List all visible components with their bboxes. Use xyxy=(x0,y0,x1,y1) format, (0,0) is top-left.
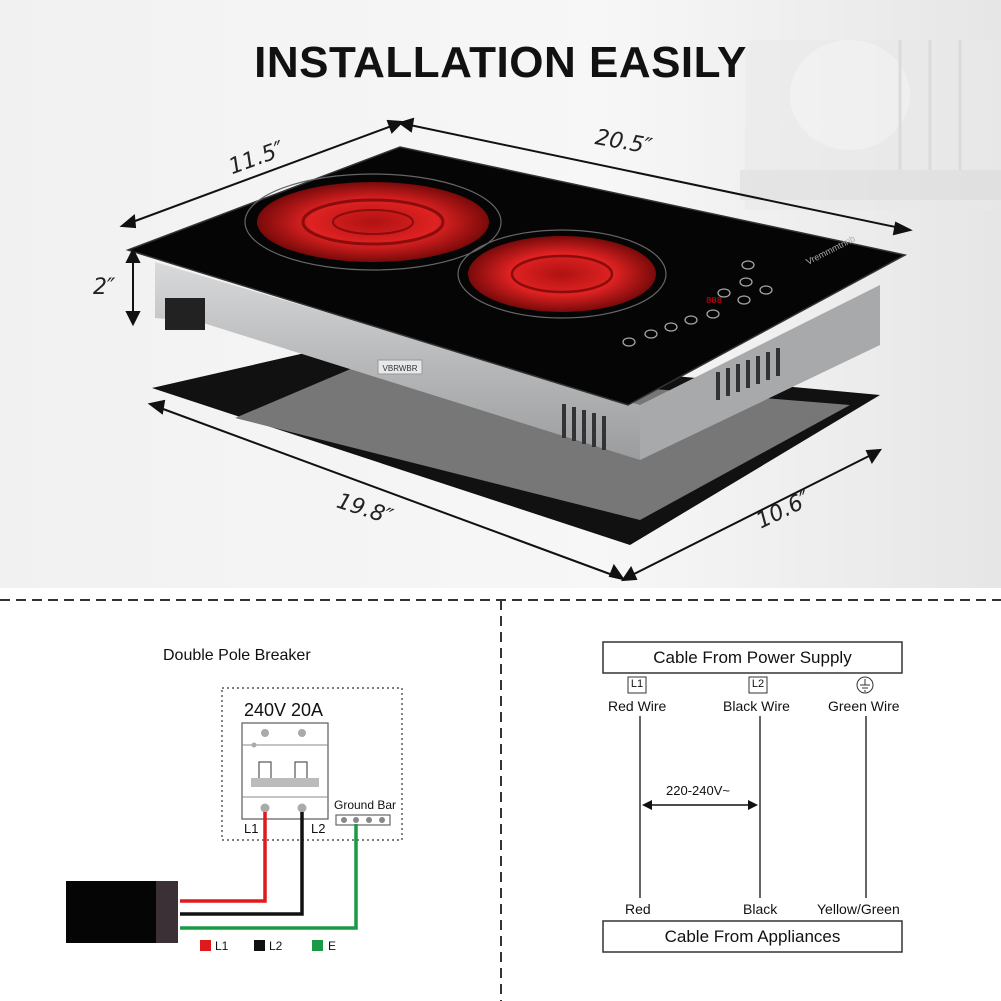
voltage-label: 220-240V~ xyxy=(666,783,730,798)
red-wire-label: Red Wire xyxy=(608,698,667,714)
breaker-title: Double Pole Breaker xyxy=(163,647,311,664)
wire-ground xyxy=(180,824,358,930)
legend-label-l2: L2 xyxy=(269,939,283,953)
ground-bar-label: Ground Bar xyxy=(334,798,397,812)
depth-arrow-top xyxy=(126,123,398,225)
breaker-terminal-l1: L1 xyxy=(244,821,259,836)
bottom-green-label: Yellow/Green xyxy=(817,901,900,917)
legend-swatch-e xyxy=(312,940,323,951)
wire-l2 xyxy=(180,812,304,916)
dimension-arrows xyxy=(119,117,913,582)
width-arrow-top xyxy=(404,123,906,230)
tag-l1: L1 xyxy=(630,678,644,690)
dimension-height: 2″ xyxy=(93,275,116,300)
wire-l1 xyxy=(180,812,267,903)
breaker-body xyxy=(241,722,329,820)
right-burner-ring xyxy=(457,229,667,319)
ground-bar xyxy=(335,814,391,826)
side-label: VBRWBR xyxy=(383,364,418,373)
breaker-rating: 240V 20A xyxy=(244,700,324,720)
appliance-cable-box xyxy=(602,920,903,953)
bottom-red-label: Red xyxy=(625,901,651,917)
tag-l1-box xyxy=(627,676,647,694)
left-burner-ring xyxy=(244,173,502,271)
cutout-width-arrow xyxy=(154,405,619,578)
bottom-black-label: Black xyxy=(743,901,778,917)
glass-top: 888 Vremmmtnnb xyxy=(125,146,908,406)
page-title: INSTALLATION EASILY xyxy=(254,38,747,87)
tag-l2-box xyxy=(748,676,768,694)
appliance-connector xyxy=(156,881,178,943)
green-wire-label: Green Wire xyxy=(828,698,900,714)
wiring-diagram xyxy=(602,641,903,953)
supply-cable-box xyxy=(602,641,903,674)
cooktop-body: VBRWBR xyxy=(155,262,880,460)
dish-rack-background xyxy=(740,40,1001,210)
legend-label-l1: L1 xyxy=(215,939,229,953)
legend-swatch-l1 xyxy=(200,940,211,951)
black-wire-label: Black Wire xyxy=(723,698,790,714)
legend-swatch-l2 xyxy=(254,940,265,951)
appliance-cable-label: Cable From Appliances xyxy=(664,927,841,946)
supply-cable-label: Cable From Power Supply xyxy=(653,648,852,667)
ground-icon xyxy=(856,676,874,694)
left-burner xyxy=(257,182,489,262)
tag-l2: L2 xyxy=(751,678,765,690)
legend-label-e: E xyxy=(328,939,337,953)
right-burner xyxy=(468,236,656,312)
appliance-block xyxy=(66,881,160,943)
cutout-depth-arrow xyxy=(627,452,876,578)
controls-readout: 888 xyxy=(706,296,722,306)
breaker-diagram xyxy=(66,687,403,951)
breaker-terminal-l2: L2 xyxy=(311,821,326,836)
touch-controls xyxy=(622,260,773,347)
